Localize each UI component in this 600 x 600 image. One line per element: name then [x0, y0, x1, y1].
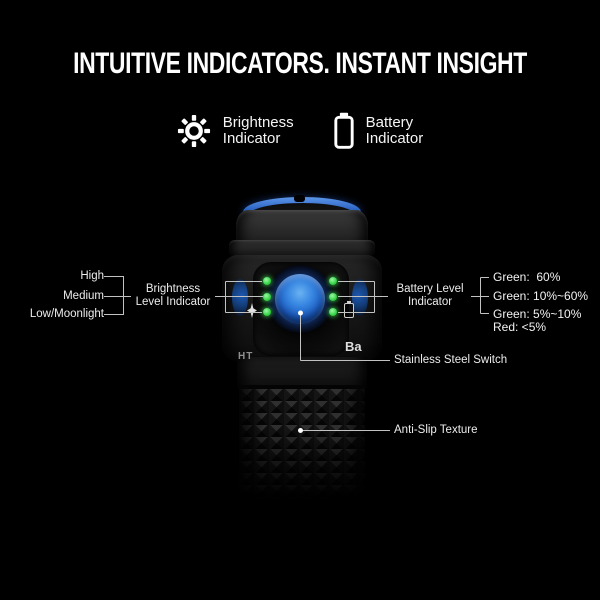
battery-indicator-line2: Indicator — [407, 296, 453, 308]
brightness-led-medium — [263, 293, 271, 301]
body-text-baton-partial: Ba — [345, 339, 362, 354]
brightness-sun-icon — [177, 114, 210, 147]
battery-legend-line1: Battery — [365, 113, 414, 131]
flashlight-body-ring — [239, 385, 365, 389]
brightness-legend-line2: Indicator — [222, 129, 281, 147]
battery-value-red-under5: Red: <5% — [493, 320, 547, 334]
battery-icon — [334, 112, 354, 149]
legend-brightness: Brightness Indicator — [177, 114, 294, 148]
battery-led-2 — [329, 293, 337, 301]
battery-indicator-line1: Battery Level — [396, 283, 464, 295]
mini-battery-icon — [344, 303, 354, 318]
flashlight-left-blue-accent — [232, 279, 248, 316]
page-title: INTUITIVE INDICATORS. INSTANT INSIGHT — [73, 47, 527, 80]
battery-legend-label: Battery Indicator — [365, 113, 424, 147]
brightness-legend-line1: Brightness — [222, 113, 294, 131]
legend: Brightness Indicator Battery Indicator — [0, 112, 600, 149]
brightness-led-low — [263, 308, 271, 316]
brightness-indicator-line1: Brightness — [145, 283, 201, 295]
anti-slip-texture-label: Anti-Slip Texture — [394, 424, 478, 436]
battery-level-indicator-label: Battery Level Indicator — [389, 283, 471, 309]
body-text-olight-partial: HT — [238, 351, 254, 362]
brightness-level-low: Low/Moonlight — [29, 308, 104, 320]
flashlight-head-flange — [229, 240, 375, 257]
battery-led-3 — [329, 308, 337, 316]
flashlight-body — [237, 357, 367, 389]
battery-legend-line2: Indicator — [365, 129, 424, 147]
brightness-legend-label: Brightness Indicator — [222, 113, 294, 147]
brightness-level-medium: Medium — [63, 290, 104, 302]
power-switch-button — [275, 274, 325, 324]
brightness-level-high: High — [80, 270, 104, 282]
battery-value-green-60: Green: 60% — [493, 270, 561, 284]
brightness-indicator-line2: Level Indicator — [135, 296, 211, 308]
anti-slip-texture-area — [239, 389, 365, 507]
brightness-level-indicator-label: Brightness Level Indicator — [131, 283, 215, 309]
battery-value-green-10-60: Green: 10%~60% — [493, 289, 589, 303]
battery-led-1 — [329, 277, 337, 285]
flashlight-right-blue-accent — [352, 279, 368, 316]
flashlight-bezel-notch — [294, 195, 305, 202]
brightness-led-high — [263, 277, 271, 285]
legend-battery: Battery Indicator — [334, 112, 424, 149]
mini-brightness-icon — [247, 303, 257, 318]
stainless-steel-switch-label: Stainless Steel Switch — [394, 354, 508, 366]
battery-value-green-5-10: Green: 5%~10% — [493, 307, 582, 321]
